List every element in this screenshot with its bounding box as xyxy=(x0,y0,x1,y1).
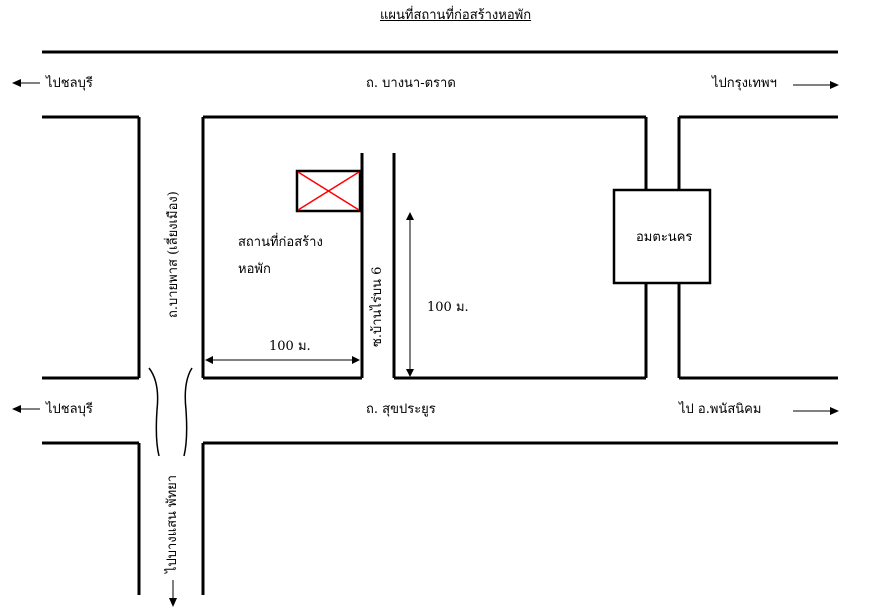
median-right xyxy=(183,367,193,457)
dim-v-arrow-top xyxy=(406,212,414,220)
map-title: แผนที่สถานที่ก่อสร้างหอพัก xyxy=(380,8,532,23)
road-label-top: ถ. บางนา-ตราด xyxy=(366,76,456,91)
direction-top-right: ไปกรุงเทพฯ xyxy=(712,76,777,91)
road-label-bypass: ถ.บายพาส (เลี่ยงเมือง) xyxy=(166,191,181,318)
site-label-line1: สถานที่ก่อสร้าง xyxy=(238,235,323,250)
arrow-down-head xyxy=(169,598,177,607)
direction-top-left: ไปชลบุรี xyxy=(46,76,93,91)
direction-bottom-right: ไป อ.พนัสนิคม xyxy=(679,402,762,417)
arrow-top-right-head xyxy=(830,81,839,89)
arrow-bottom-left-head xyxy=(12,405,21,413)
site-marker-cross-b xyxy=(297,171,360,211)
landmark-label: อมตะนคร xyxy=(636,230,693,245)
distance-horizontal-label: 100 ม. xyxy=(269,339,311,354)
dim-v-arrow-bottom xyxy=(406,369,414,377)
direction-down: ไปบางแสน พัทยา xyxy=(165,474,180,573)
dim-h-arrow-left xyxy=(205,356,213,364)
direction-bottom-left: ไปชลบุรี xyxy=(46,402,93,417)
dim-h-arrow-right xyxy=(352,356,360,364)
road-label-bottom: ถ. สุขประยูร xyxy=(366,402,436,417)
distance-vertical-label: 100 ม. xyxy=(427,300,469,315)
arrow-top-left-head xyxy=(12,79,21,87)
site-label-line2: หอพัก xyxy=(238,262,271,277)
landmark-box xyxy=(612,188,712,285)
road-label-soi: ซ.บ้านไร่บน 6 xyxy=(370,266,385,347)
median-left xyxy=(148,367,160,457)
arrow-bottom-right-head xyxy=(830,407,839,415)
